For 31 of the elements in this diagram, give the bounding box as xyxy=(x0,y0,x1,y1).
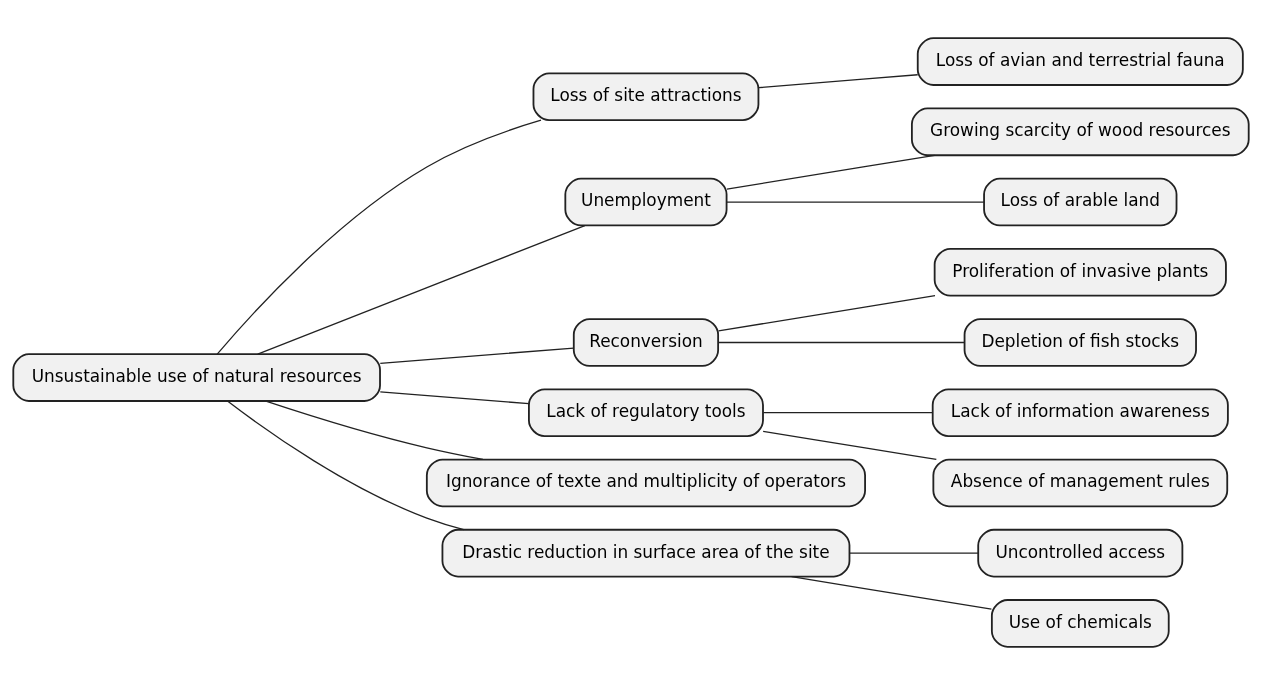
node-box: Loss of site attractions xyxy=(532,71,760,121)
node-box: Use of chemicals xyxy=(990,598,1170,648)
node-box: Loss of arable land xyxy=(983,177,1178,226)
connector xyxy=(726,200,985,203)
connector xyxy=(717,294,936,332)
connector xyxy=(762,430,937,460)
connector xyxy=(265,400,484,460)
connector xyxy=(379,346,575,364)
node-box: Unemployment xyxy=(564,177,728,226)
node-box: Growing scarcity of wood resources xyxy=(911,107,1250,156)
node-box: Absence of management rules xyxy=(932,458,1229,507)
node-box: Drastic reduction in surface area of the site xyxy=(441,528,851,577)
node-box: Proliferation of invasive plants xyxy=(933,247,1227,297)
node-box: Uncontrolled access xyxy=(977,528,1184,577)
node-box: Lack of information awareness xyxy=(931,387,1229,437)
node-box: Unsustainable use of natural resources xyxy=(12,352,381,402)
connector xyxy=(849,552,979,554)
node-box: Loss of avian and terrestrial fauna xyxy=(916,36,1244,86)
connector xyxy=(790,575,993,610)
connector xyxy=(379,390,530,404)
node-box: Reconversion xyxy=(572,317,720,367)
connector xyxy=(762,411,933,413)
connector xyxy=(227,400,465,530)
connector xyxy=(257,224,586,355)
connector xyxy=(717,341,966,343)
node-box: Ignorance of texte and multiplicity of operators xyxy=(425,458,866,507)
connector xyxy=(726,154,936,190)
connector xyxy=(216,119,542,355)
connector xyxy=(758,73,919,88)
node-box: Depletion of fish stocks xyxy=(963,317,1197,367)
node-box: Lack of regulatory tools xyxy=(528,387,764,437)
